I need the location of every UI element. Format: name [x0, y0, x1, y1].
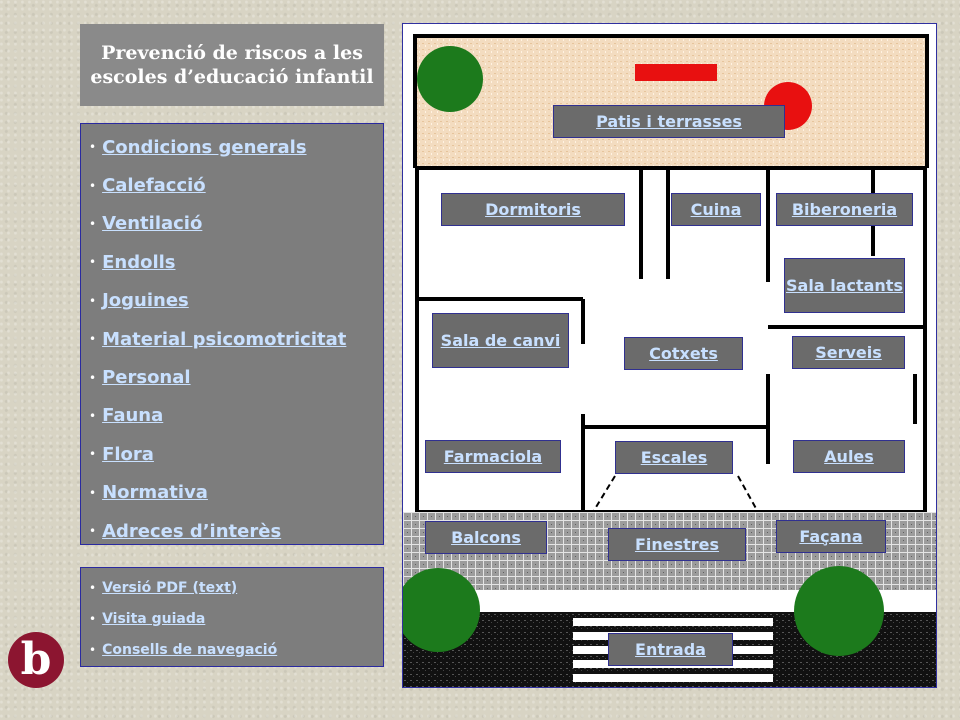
link-calefaccio[interactable]: Calefacció: [102, 175, 206, 197]
room-link-farmaciola[interactable]: Farmaciola: [425, 440, 561, 473]
extra-item-visita: • Visita guiada: [89, 603, 375, 634]
tree-icon: [403, 568, 480, 652]
menu-item-normativa: • Normativa: [89, 474, 375, 512]
secondary-menu: • Versió PDF (text) • Visita guiada • Conse…: [80, 567, 384, 667]
link-normativa[interactable]: Normativa: [102, 482, 208, 504]
bullet-icon: •: [89, 332, 97, 347]
bullet-icon: •: [89, 447, 97, 462]
bullet-icon: •: [89, 642, 97, 657]
bullet-icon: •: [89, 140, 97, 155]
menu-item-adreces: • Adreces d’interès: [89, 512, 375, 550]
floor-plan-drawing: [403, 34, 936, 687]
link-flora[interactable]: Flora: [102, 443, 154, 465]
main-menu: • Condicions generals • Calefacció • Ventil…: [80, 123, 384, 545]
logo[interactable]: b: [8, 632, 64, 688]
extra-item-pdf: • Versió PDF (text): [89, 572, 375, 603]
logo-letter: b: [20, 634, 52, 685]
bullet-icon: •: [89, 524, 97, 539]
floor-plan: Patis i terrasses Dormitoris Cuina Biber…: [402, 23, 937, 688]
menu-item-endolls: • Endolls: [89, 243, 375, 281]
link-personal[interactable]: Personal: [102, 367, 191, 389]
patio-wall-left: [413, 34, 417, 168]
link-material-psicomotricitat[interactable]: Material psicomotricitat: [102, 328, 347, 350]
menu-item-joguines: • Joguines: [89, 282, 375, 320]
menu-item-condicions: • Condicions generals: [89, 128, 375, 166]
link-versio-pdf[interactable]: Versió PDF (text): [102, 579, 238, 596]
room-link-entrada[interactable]: Entrada: [608, 633, 733, 666]
bullet-icon: •: [89, 611, 97, 626]
room-link-sala-lactants[interactable]: Sala lactants: [784, 258, 905, 313]
room-link-cotxets[interactable]: Cotxets: [624, 337, 743, 370]
room-link-facana[interactable]: Façana: [776, 520, 886, 553]
link-fauna[interactable]: Fauna: [102, 405, 164, 427]
room-link-finestres[interactable]: Finestres: [608, 528, 746, 561]
room-link-aules[interactable]: Aules: [793, 440, 905, 473]
menu-item-calefaccio: • Calefacció: [89, 166, 375, 204]
bullet-icon: •: [89, 485, 97, 500]
bullet-icon: •: [89, 408, 97, 423]
patio-wall-right: [925, 34, 929, 168]
room-link-cuina[interactable]: Cuina: [671, 193, 761, 226]
room-link-patis[interactable]: Patis i terrasses: [553, 105, 785, 138]
room-link-balcons[interactable]: Balcons: [425, 521, 547, 554]
menu-item-material: • Material psicomotricitat: [89, 320, 375, 358]
page-title-text: Prevenció de riscos a les escoles d’educ…: [90, 42, 374, 88]
patio-area: [417, 38, 925, 168]
link-consells-navegacio[interactable]: Consells de navegació: [102, 641, 278, 658]
menu-item-fauna: • Fauna: [89, 397, 375, 435]
bullet-icon: •: [89, 178, 97, 193]
extra-item-consells: • Consells de navegació: [89, 634, 375, 665]
bullet-icon: •: [89, 255, 97, 270]
tree-icon: [417, 46, 483, 112]
patio-wall-top: [413, 34, 929, 38]
room-link-dormitoris[interactable]: Dormitoris: [441, 193, 625, 226]
menu-item-ventilacio: • Ventilació: [89, 205, 375, 243]
room-link-biberoneria[interactable]: Biberoneria: [776, 193, 913, 226]
page-title: Prevenció de riscos a les escoles d’educ…: [80, 24, 384, 106]
room-link-serveis[interactable]: Serveis: [792, 336, 905, 369]
menu-item-personal: • Personal: [89, 358, 375, 396]
bullet-icon: •: [89, 370, 97, 385]
bullet-icon: •: [89, 580, 97, 595]
room-link-sala-canvi[interactable]: Sala de canvi: [432, 313, 569, 368]
link-adreces-interes[interactable]: Adreces d’interès: [102, 520, 282, 542]
bullet-icon: •: [89, 293, 97, 308]
link-joguines[interactable]: Joguines: [102, 290, 189, 312]
stair-lines: [592, 475, 759, 513]
room-link-escales[interactable]: Escales: [615, 441, 733, 474]
menu-item-flora: • Flora: [89, 435, 375, 473]
tree-icon: [794, 566, 884, 656]
link-ventilacio[interactable]: Ventilació: [102, 213, 203, 235]
bullet-icon: •: [89, 216, 97, 231]
link-condicions-generals[interactable]: Condicions generals: [102, 136, 307, 158]
red-bench-icon: [635, 64, 717, 81]
link-visita-guiada[interactable]: Visita guiada: [102, 610, 206, 627]
link-endolls[interactable]: Endolls: [102, 251, 176, 273]
